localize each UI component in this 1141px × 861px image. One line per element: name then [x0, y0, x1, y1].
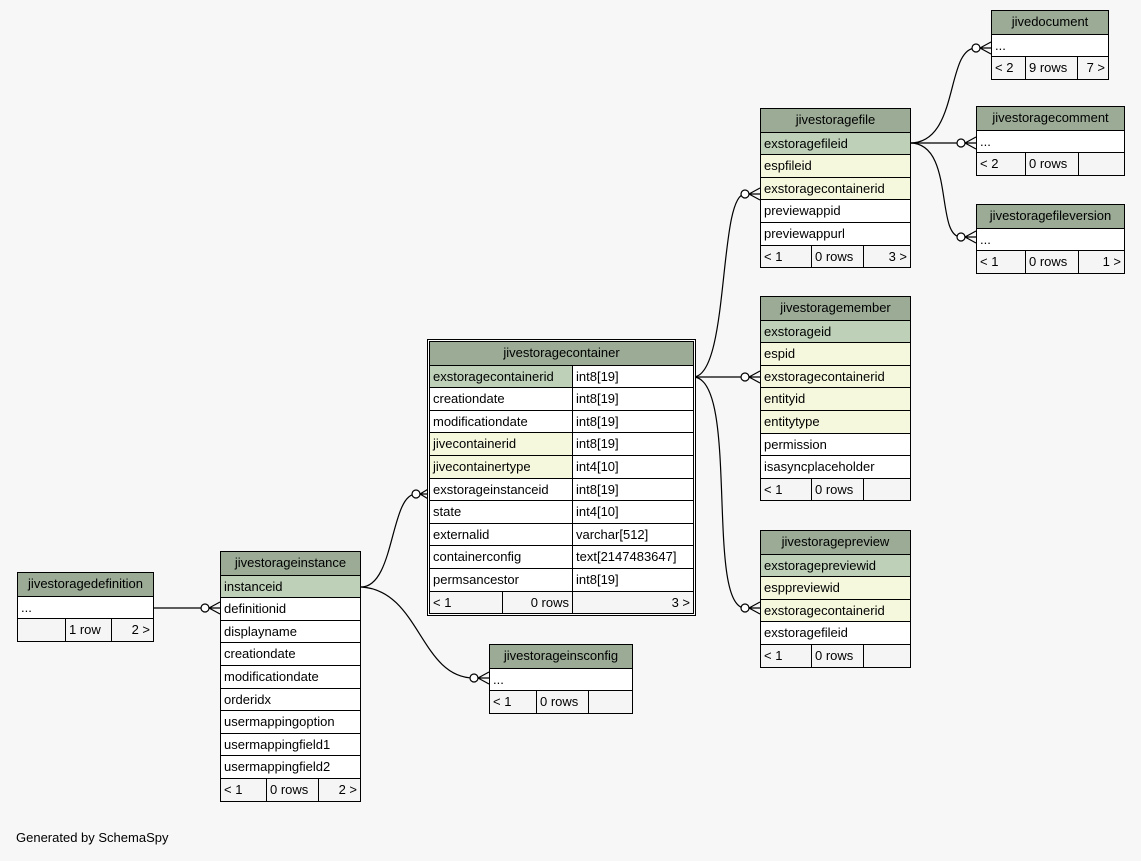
table-jivestoragedefinition[interactable]: jivestoragedefinition ... 1 row 2 >: [17, 572, 154, 642]
table-jivestoragemember[interactable]: jivestoragemember exstorageid espid exst…: [760, 296, 911, 502]
table-row: espid: [761, 342, 910, 365]
table-row: entityid: [761, 387, 910, 410]
table-row: modificationdate: [221, 664, 360, 688]
table-footer: 1 row 2 >: [18, 618, 153, 641]
table-row: ...: [977, 227, 1124, 251]
table-header: jivestoragecontainer: [430, 342, 693, 365]
table-row: exstoragefileid: [761, 621, 910, 644]
table-row: exstoragepreviewid: [761, 553, 910, 577]
table-jivestorageinsconfig[interactable]: jivestorageinsconfig ... < 1 0 rows: [489, 644, 633, 714]
table-row: definitionid: [221, 597, 360, 620]
table-row: exstoragecontainerid: [761, 176, 910, 200]
table-header: jivestoragepreview: [761, 531, 910, 554]
table-row: isasyncplaceholder: [761, 455, 910, 478]
table-footer: < 1 0 rows 1 >: [977, 250, 1124, 273]
table-row: exstoragecontainerid: [761, 598, 910, 622]
table-footer: < 2 9 rows 7 >: [992, 56, 1108, 79]
table-footer: < 1 0 rows 3 >: [761, 244, 910, 268]
table-row: orderidx: [221, 687, 360, 711]
table-header: jivestorageinsconfig: [490, 645, 632, 668]
table-row: creationdate: [221, 642, 360, 665]
table-footer: < 1 0 rows: [490, 690, 632, 713]
table-header: jivestoragecomment: [977, 107, 1124, 130]
table-header: jivestoragemember: [761, 297, 910, 320]
table-row: exstoragefileid: [761, 131, 910, 155]
table-header: jivestoragefileversion: [977, 205, 1124, 228]
rel-container-file: [692, 193, 746, 378]
table-row: ...: [977, 129, 1124, 153]
table-footer: < 2 0 rows: [977, 152, 1124, 175]
table-footer: < 1 0 rows: [761, 477, 910, 501]
table-jivestoragefile[interactable]: jivestoragefile exstoragefileid espfilei…: [760, 108, 911, 269]
table-footer: < 1 0 rows: [761, 643, 910, 667]
table-row: esppreviewid: [761, 576, 910, 599]
table-header: jivestoragefile: [761, 109, 910, 132]
table-jivestoragefileversion[interactable]: jivestoragefileversion ... < 1 0 rows 1 …: [976, 204, 1125, 274]
table-row: previewappid: [761, 199, 910, 222]
table-footer: < 1 0 rows 2 >: [221, 777, 360, 801]
rel-instance-container: [360, 493, 417, 588]
table-row: usermappingoption: [221, 710, 360, 733]
table-header: jivestorageinstance: [221, 552, 360, 575]
rel-file-document: [909, 47, 977, 144]
table-row: entitytype: [761, 409, 910, 433]
rel-container-preview: [692, 376, 746, 609]
table-row: permission: [761, 432, 910, 456]
table-row: usermappingfield2: [221, 755, 360, 778]
table-row: exstoragecontainerid: [761, 364, 910, 388]
table-row: ...: [992, 33, 1108, 57]
table-footer: < 1 0 rows 3 >: [430, 590, 693, 614]
table-row: ...: [18, 595, 153, 619]
table-row: displayname: [221, 619, 360, 643]
table-row: exstorageid: [761, 319, 910, 343]
table-row: usermappingfield1: [221, 732, 360, 756]
table-header: jivestoragedefinition: [18, 573, 153, 596]
table-row: espfileid: [761, 154, 910, 177]
table-jivedocument[interactable]: jivedocument ... < 2 9 rows 7 >: [991, 10, 1109, 80]
table-jivestoragecontainer[interactable]: jivestoragecontainer exstoragecontaineri…: [427, 339, 696, 617]
table-jivestoragepreview[interactable]: jivestoragepreview exstoragepreviewid es…: [760, 530, 911, 668]
table-row: previewappurl: [761, 221, 910, 245]
rel-file-fileversion: [909, 142, 962, 238]
generated-by-credit: Generated by SchemaSpy: [16, 830, 169, 845]
table-row: ...: [490, 667, 632, 691]
table-header: jivedocument: [992, 11, 1108, 34]
table-jivestoragecomment[interactable]: jivestoragecomment ... < 2 0 rows: [976, 106, 1125, 176]
table-row: instanceid: [221, 574, 360, 598]
table-jivestorageinstance[interactable]: jivestorageinstance instanceid definitio…: [220, 551, 361, 802]
